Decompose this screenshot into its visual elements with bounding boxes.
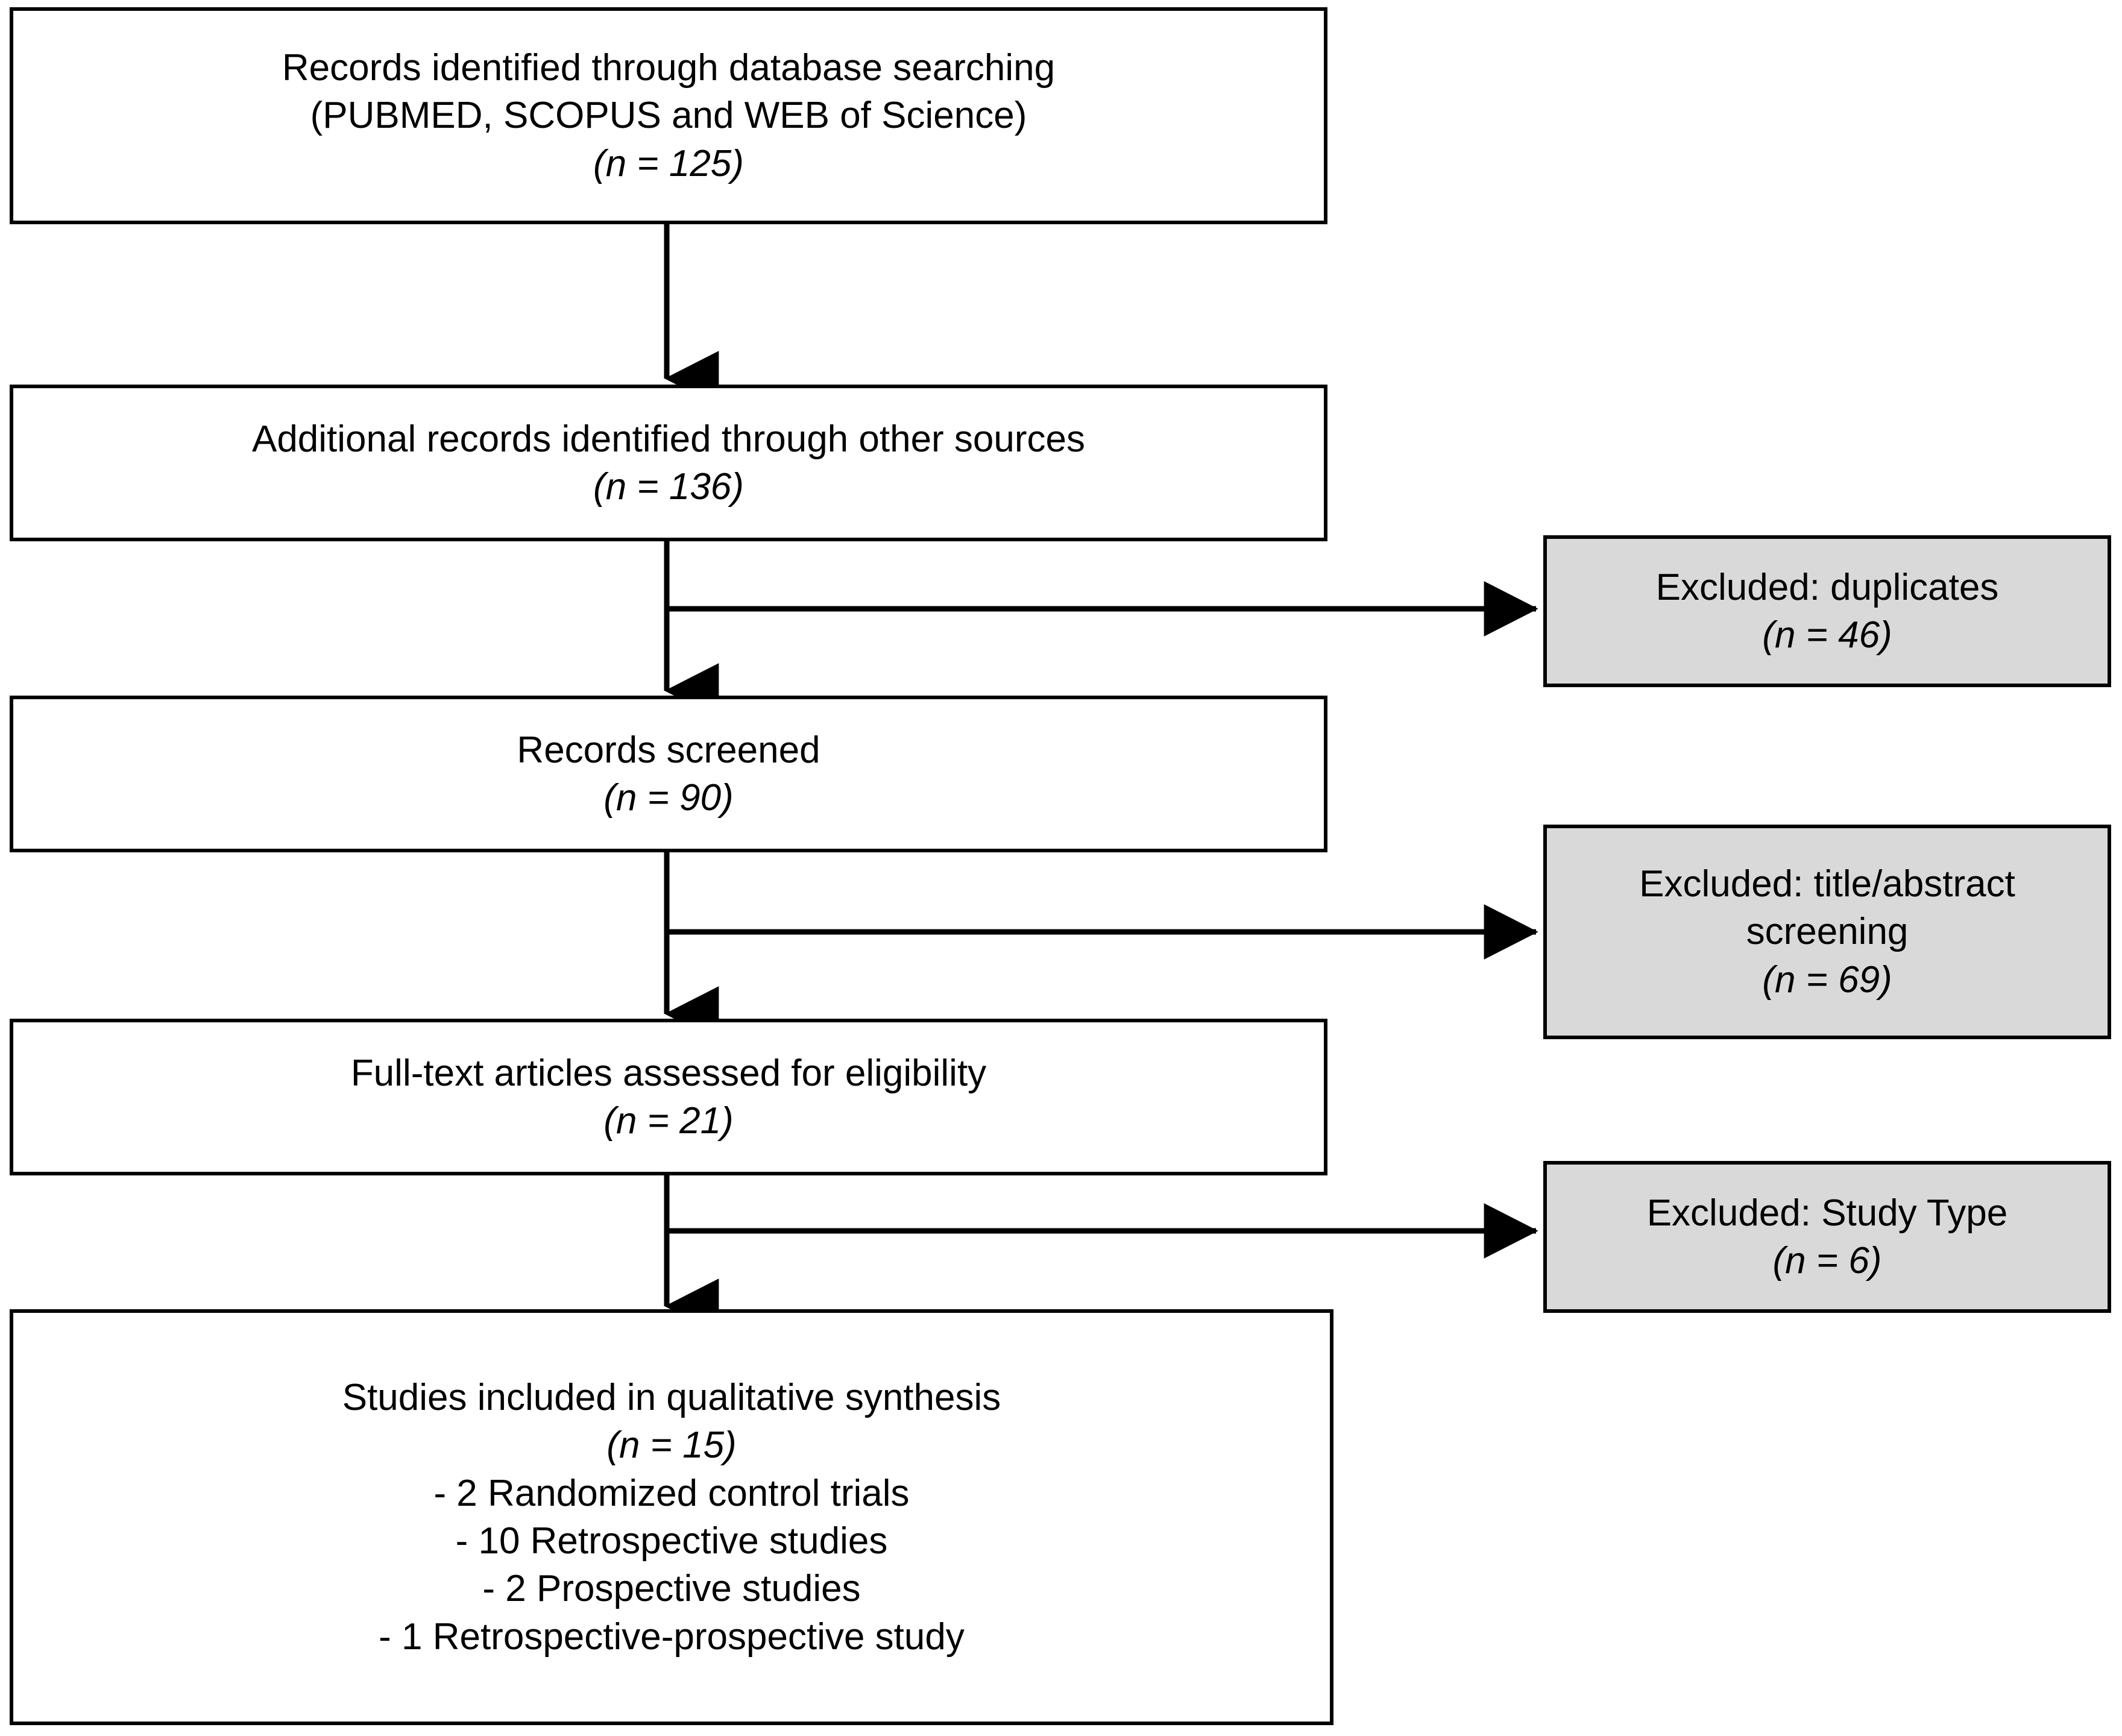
node-records-screened-count: (n = 90)	[603, 777, 734, 819]
node-studies-included-breakdown-1: - 10 Retrospective studies	[455, 1520, 888, 1562]
node-excluded-title-abstract-line2: screening	[1746, 911, 1909, 953]
node-studies-included-breakdown-2: - 2 Prospective studies	[482, 1568, 861, 1610]
node-records-identified-count: (n = 125)	[593, 142, 744, 184]
node-studies-included-line1: Studies included in qualitative synthesi…	[342, 1376, 1001, 1418]
node-excluded-study-type-count: (n = 6)	[1772, 1240, 1882, 1282]
node-records-screened: Records screened (n = 90)	[10, 696, 1327, 852]
node-excluded-duplicates-count: (n = 46)	[1762, 614, 1892, 656]
node-additional-records-count: (n = 136)	[593, 466, 744, 508]
node-fulltext-articles-line1: Full-text articles assessed for eligibil…	[350, 1052, 987, 1094]
node-records-identified-line1: Records identified through database sear…	[282, 46, 1056, 89]
node-records-screened-line1: Records screened	[517, 729, 820, 771]
node-excluded-duplicates-line1: Excluded: duplicates	[1655, 566, 1999, 608]
node-excluded-title-abstract: Excluded: title/abstract screening (n = …	[1543, 825, 2111, 1039]
node-excluded-duplicates: Excluded: duplicates (n = 46)	[1543, 535, 2111, 687]
node-studies-included-count: (n = 15)	[606, 1424, 737, 1467]
node-additional-records: Additional records identified through ot…	[10, 385, 1327, 541]
node-excluded-study-type-line1: Excluded: Study Type	[1646, 1192, 2008, 1234]
node-excluded-title-abstract-line1: Excluded: title/abstract	[1639, 863, 2015, 905]
node-fulltext-articles: Full-text articles assessed for eligibil…	[10, 1019, 1327, 1175]
node-studies-included-breakdown-3: - 1 Retrospective-prospective study	[379, 1615, 965, 1658]
node-excluded-study-type: Excluded: Study Type (n = 6)	[1543, 1161, 2111, 1313]
node-additional-records-line1: Additional records identified through ot…	[251, 418, 1086, 460]
node-records-identified-line2: (PUBMED, SCOPUS and WEB of Science)	[310, 95, 1027, 137]
node-studies-included: Studies included in qualitative synthesi…	[10, 1309, 1333, 1725]
node-studies-included-breakdown-0: - 2 Randomized control trials	[433, 1472, 910, 1514]
node-records-identified: Records identified through database sear…	[10, 7, 1327, 224]
node-excluded-title-abstract-count: (n = 69)	[1762, 958, 1892, 1001]
node-fulltext-articles-count: (n = 21)	[603, 1100, 734, 1142]
